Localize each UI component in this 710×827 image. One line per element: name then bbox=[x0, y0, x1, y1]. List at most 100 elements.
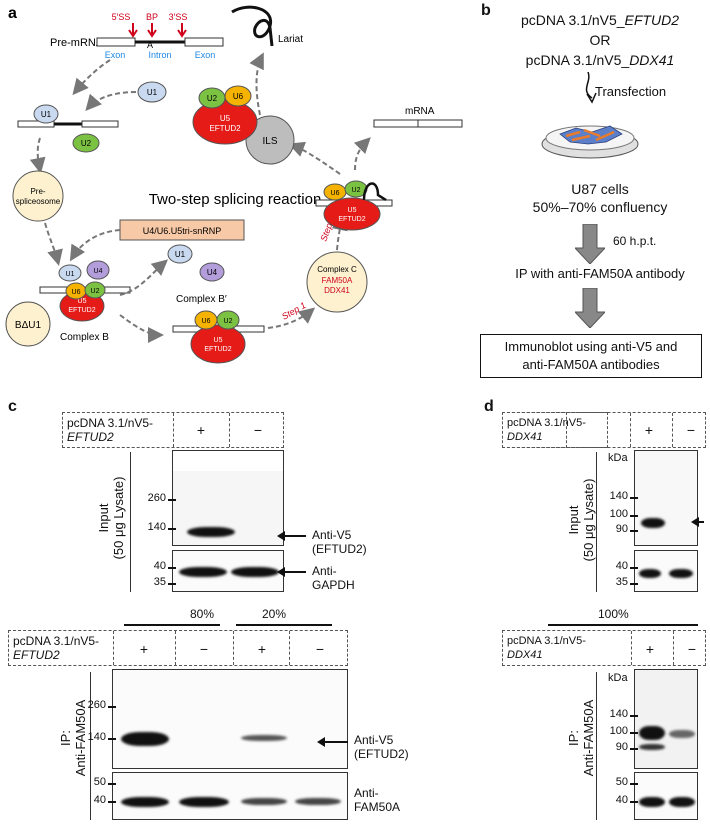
plasmid-or: OR bbox=[589, 32, 611, 48]
u4-released bbox=[199, 262, 225, 282]
complex-c-circle bbox=[306, 251, 368, 313]
prespliceosome-circle bbox=[12, 170, 64, 222]
svg-text:U2: U2 bbox=[352, 187, 361, 194]
d-input-v5-arrow-icon bbox=[691, 517, 704, 527]
c-pct-20: 20% bbox=[262, 607, 287, 621]
svg-text:U4: U4 bbox=[207, 268, 218, 277]
arrow-premrna-to-e bbox=[72, 59, 111, 96]
c-input-header: pcDNA 3.1/nV5-EFTUD2 + − bbox=[62, 412, 284, 448]
svg-text:EFTUD2: EFTUD2 bbox=[204, 346, 231, 353]
c-ip-anti-v5-label: Anti-V5(EFTUD2) bbox=[354, 733, 409, 761]
c-input-gapdh-blot bbox=[172, 550, 284, 592]
svg-text:U2: U2 bbox=[207, 94, 218, 103]
svg-text:U2: U2 bbox=[224, 318, 233, 325]
transfection-diagram bbox=[541, 72, 639, 159]
pre-mrna-label: Pre-mRNA bbox=[50, 37, 104, 49]
plasmid-eftud2: pcDNA 3.1/nV5_EFTUD2 bbox=[521, 12, 679, 28]
transfection-label: Transfection bbox=[595, 84, 667, 99]
panel-b-letter: b bbox=[481, 2, 491, 19]
mrna-exon-1 bbox=[373, 119, 419, 128]
pre-mrna-exon-left bbox=[96, 37, 136, 47]
tri-snrnp-label: U4/U6.U5tri-snRNP bbox=[143, 226, 222, 236]
prespliceosome-line1: Pre- bbox=[30, 187, 45, 196]
u1-released bbox=[167, 244, 193, 264]
c-input-minus: − bbox=[253, 422, 263, 438]
exon-left-label: Exon bbox=[105, 50, 126, 60]
svg-text:U5: U5 bbox=[220, 114, 231, 123]
d-input-ddx41-band bbox=[641, 518, 665, 528]
complex-b-prime-label: Complex B′ bbox=[176, 294, 227, 305]
step1-label: Step 1 bbox=[280, 300, 308, 322]
d-ip-fam50a-blot bbox=[634, 772, 698, 820]
pre-mrna-exon-right bbox=[184, 37, 224, 47]
svg-text:U1: U1 bbox=[147, 88, 158, 97]
svg-text:Complex C: Complex C bbox=[317, 265, 357, 274]
svg-text:U6: U6 bbox=[72, 289, 81, 296]
down-arrow-1-icon bbox=[575, 224, 605, 264]
plasmid-ddx41: pcDNA 3.1/nV5_DDX41 bbox=[525, 52, 675, 68]
panel-d-letter: d bbox=[484, 398, 494, 415]
intron-label: Intron bbox=[148, 50, 171, 60]
svg-text:U5: U5 bbox=[348, 207, 357, 214]
c-input-v5-arrow-icon bbox=[277, 531, 306, 541]
post-catalytic-u5 bbox=[323, 197, 381, 231]
svg-text:EFTUD2: EFTUD2 bbox=[209, 124, 241, 133]
mrna-exon-2 bbox=[417, 119, 463, 128]
svg-text:U1: U1 bbox=[41, 110, 52, 119]
transfection-arrow-icon bbox=[586, 92, 597, 104]
lariat-icon bbox=[231, 5, 274, 47]
arrow-u1-binding bbox=[85, 91, 137, 112]
svg-text:U6: U6 bbox=[331, 190, 340, 197]
d-input-kda: kDa bbox=[608, 452, 628, 464]
immunoblot-box: Immunoblot using anti-V5 and anti-FAM50A… bbox=[480, 334, 702, 378]
panel-a-diagram: a Pre-mRNA 5′SS BP 3′SS A Exon Intron Ex… bbox=[5, 5, 463, 364]
d-ip-kda: kDa bbox=[608, 672, 628, 684]
bp-arrow-icon bbox=[147, 23, 157, 38]
panel-a-letter: a bbox=[8, 5, 17, 22]
lariat-label: Lariat bbox=[278, 34, 303, 45]
mrna-label: mRNA bbox=[405, 106, 435, 117]
d-input-v5-blot bbox=[634, 450, 698, 546]
c-input-label: Input(50 μg Lysate) bbox=[96, 476, 126, 560]
svg-text:U5: U5 bbox=[78, 298, 87, 305]
bdeltau1-circle bbox=[5, 301, 51, 347]
svg-text:U2: U2 bbox=[81, 139, 92, 148]
plasmid-choices: pcDNA 3.1/nV5_EFTUD2 OR pcDNA 3.1/nV5_DD… bbox=[500, 10, 700, 70]
c-ip-fam50a-blot bbox=[112, 772, 348, 820]
bdeltau1-label: BΔU1 bbox=[15, 320, 42, 331]
c-input-v5-blot bbox=[172, 450, 284, 546]
post-catalytic-lariat bbox=[362, 182, 387, 202]
svg-text:DDX41: DDX41 bbox=[324, 286, 350, 295]
svg-text:U1: U1 bbox=[66, 271, 75, 278]
u2-incoming-particle bbox=[72, 133, 100, 153]
c-pct-80: 80% bbox=[190, 607, 215, 621]
c-ip-header: pcDNA 3.1/nV5-EFTUD2 + − + − bbox=[8, 630, 348, 666]
d-input-minus: − bbox=[686, 422, 696, 438]
c-input-gapdh-arrow-icon bbox=[277, 567, 306, 577]
d-input-gapdh-blot bbox=[634, 550, 698, 592]
cells-icon bbox=[559, 125, 623, 145]
svg-text:U1: U1 bbox=[175, 250, 186, 259]
svg-text:EFTUD2: EFTUD2 bbox=[338, 216, 365, 223]
svg-text:FAM50A: FAM50A bbox=[322, 276, 353, 285]
c-ip-eftud2-band-strong bbox=[121, 732, 169, 746]
c-ip-v5-arrow-icon bbox=[317, 737, 348, 747]
ss5-arrow-icon bbox=[128, 23, 138, 38]
u1-bound-particle bbox=[33, 104, 59, 124]
center-title: Two-step splicing reaction bbox=[149, 191, 322, 208]
complex-b-label: Complex B bbox=[60, 332, 109, 343]
svg-text:U5: U5 bbox=[214, 337, 223, 344]
svg-text:U6: U6 bbox=[233, 92, 244, 101]
svg-text:U6: U6 bbox=[202, 318, 211, 325]
d-input-plus: + bbox=[644, 422, 654, 438]
complex-b-prime-u5 bbox=[190, 324, 246, 364]
c-ip-v5-blot bbox=[112, 669, 348, 769]
released-u6 bbox=[224, 85, 252, 107]
c-input-anti-gapdh-label: Anti-GAPDH bbox=[312, 564, 355, 592]
d-ip-header: pcDNA 3.1/nV5-DDX41+− bbox=[502, 630, 706, 666]
c-input-plus: + bbox=[196, 422, 206, 438]
ils-label: ILS bbox=[262, 136, 277, 147]
branch-a-label: A bbox=[147, 40, 153, 50]
c-input-eftud2-band bbox=[187, 527, 235, 537]
